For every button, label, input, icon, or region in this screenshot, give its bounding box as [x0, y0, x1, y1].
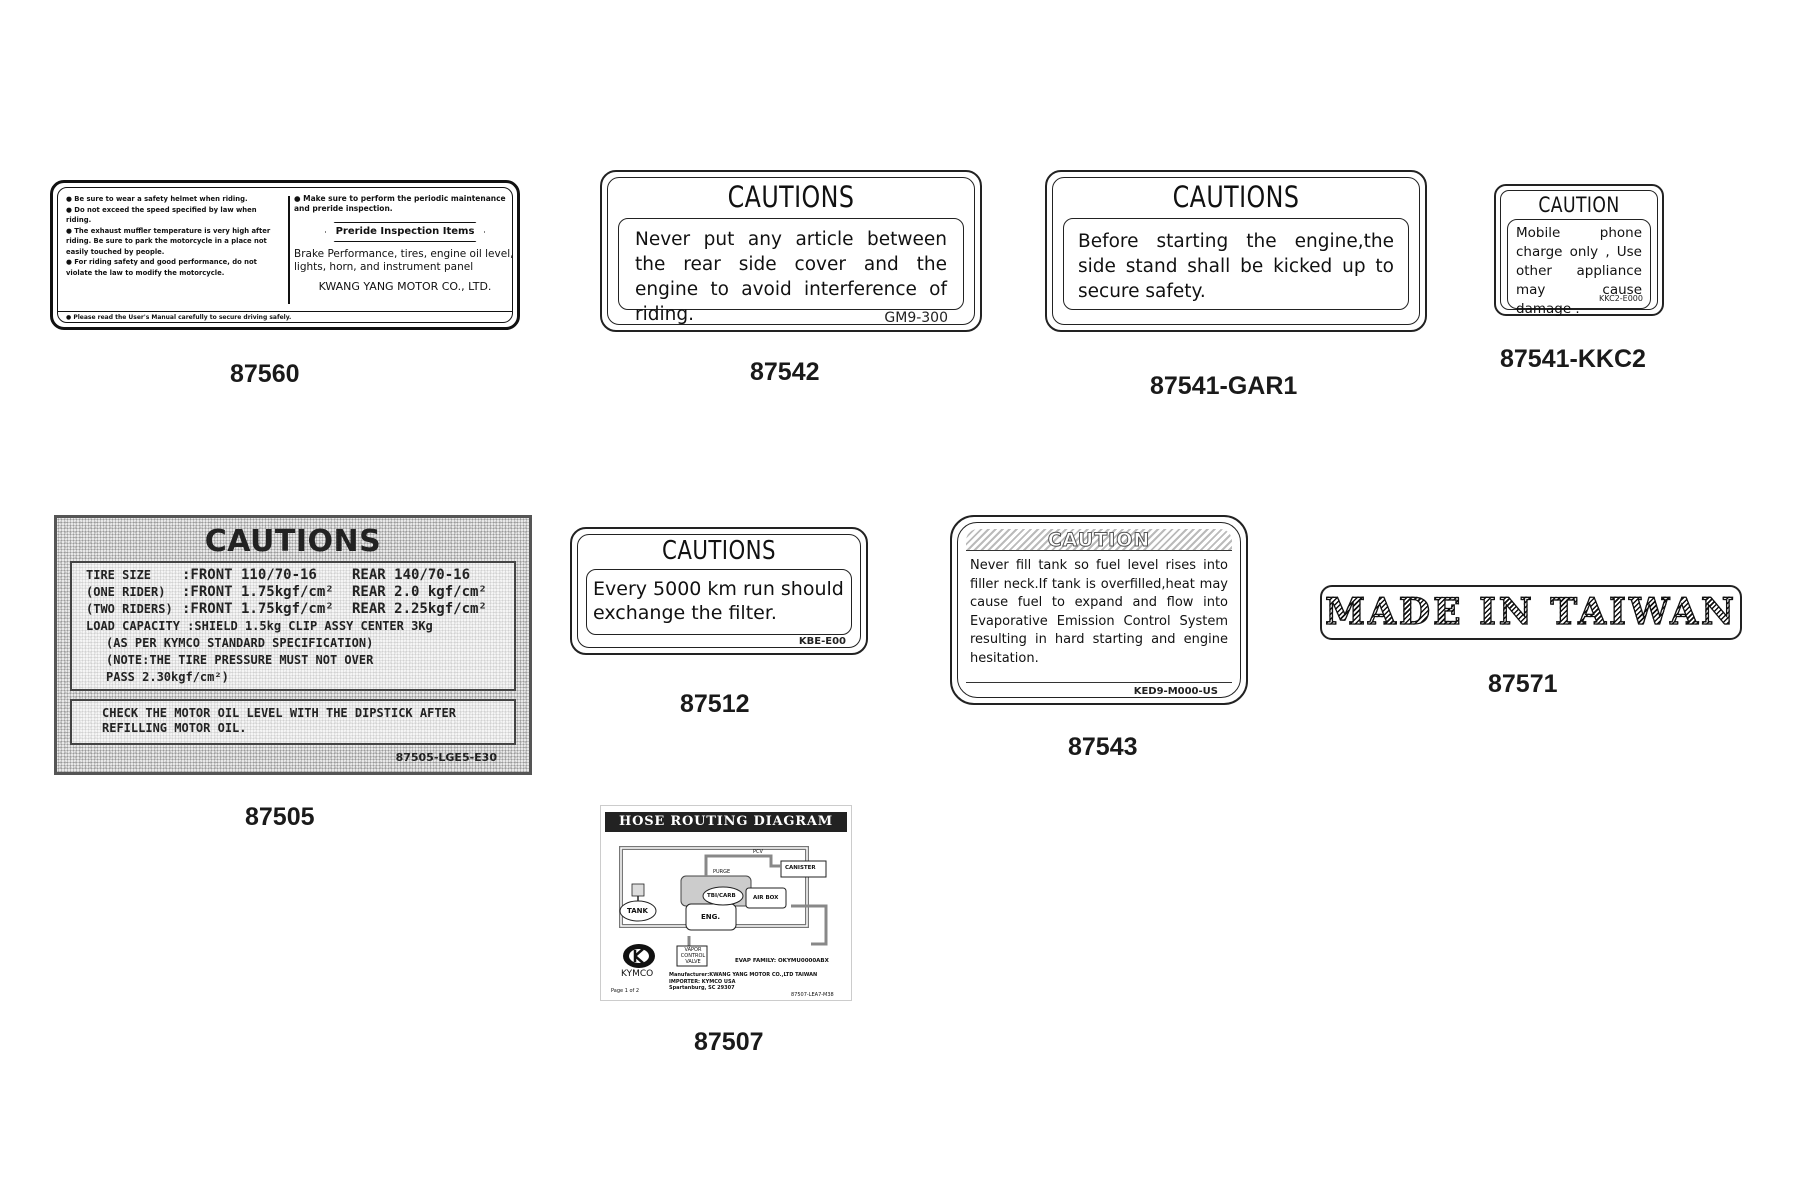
tire-spec-box: TIRE SIZE :FRONT 110/70-16 REAR 140/70-1… [70, 561, 516, 691]
maintenance-bullet: ● Make sure to perform the periodic main… [294, 194, 506, 213]
evap-family: EVAP FAMILY: OKYMU0000ABX [735, 958, 829, 964]
made-in-taiwan-text: MADE IN TAIWAN [1322, 587, 1740, 638]
pcv-label: PCV [753, 849, 763, 855]
tbi-label: TBI/CARB [707, 893, 736, 899]
part-number-87541-gar1: 87541-GAR1 [1150, 372, 1298, 400]
decal-87560: ● Be sure to wear a safety helmet when r… [50, 180, 520, 330]
pressure-note-2: PASS 2.30kgf/cm²) [106, 670, 229, 684]
spec-note: (AS PER KYMCO STANDARD SPECIFICATION) [106, 636, 374, 650]
decal-title: CAUTIONS [1172, 180, 1300, 214]
decal-code: KED9-M000-US [1133, 686, 1218, 697]
decal-title: CAUTIONS [727, 180, 855, 214]
diagram-title: HOSE ROUTING DIAGRAM [605, 812, 847, 832]
decal-87512: CAUTIONS Every 5000 km run should exchan… [570, 527, 868, 655]
decal-message: Never fill tank so fuel level rises into… [970, 558, 1228, 666]
decal-code: 87505-LGE5-E30 [395, 751, 497, 764]
decal-code: GM9-300 [884, 310, 948, 326]
decal-message: Before starting the engine,the side stan… [1063, 218, 1409, 310]
decal-title: CAUTIONS [662, 536, 776, 566]
column-divider [288, 196, 290, 304]
decal-87507: HOSE ROUTING DIAGRAM TANK ENG. TBI/CARB … [600, 805, 852, 1001]
decal-87541-gar1: CAUTIONS Before starting the engine,the … [1045, 170, 1427, 332]
part-number-87542: 87542 [750, 358, 820, 386]
decal-code: KBE-E00 [798, 636, 846, 647]
manual-footer: ● Please read the User's Manual carefull… [66, 314, 292, 321]
inspection-items: Brake Performance, tires, engine oil lev… [294, 248, 514, 273]
part-number-87571: 87571 [1488, 670, 1558, 698]
caution-banner: CAUTION [966, 529, 1232, 552]
decal-87505: CAUTIONS TIRE SIZE :FRONT 110/70-16 REAR… [54, 515, 532, 775]
decal-message: Every 5000 km run should exchange the fi… [586, 569, 852, 635]
city-line: Spartanburg, SC 29307 [669, 985, 735, 991]
part-number-87543: 87543 [1068, 733, 1138, 761]
vapor-valve-label: VAPOR CONTROL VALVE [680, 947, 706, 965]
decal-code: 87507-LEA7-M38 [791, 992, 834, 998]
page-indicator: Page 1 of 2 [611, 988, 640, 994]
decal-87571: MADE IN TAIWAN [1320, 585, 1742, 640]
engine-label: ENG. [701, 913, 721, 921]
part-number-87541-kkc2: 87541-KKC2 [1500, 345, 1646, 373]
importer-line: IMPORTER: KYMCO USA [669, 979, 736, 985]
oil-check-box: CHECK THE MOTOR OIL LEVEL WITH THE DIPST… [70, 699, 516, 745]
canister-label: CANISTER [785, 865, 816, 871]
pressure-note: (NOTE:THE TIRE PRESSURE MUST NOT OVER [106, 653, 374, 667]
part-number-87505: 87505 [245, 803, 315, 831]
decal-title: CAUTIONS [204, 524, 382, 559]
decal-code: KKC2-E000 [1599, 294, 1643, 303]
safety-bullets: ● Be sure to wear a safety helmet when r… [66, 195, 271, 277]
decal-title: CAUTION [1538, 193, 1620, 217]
part-number-87512: 87512 [680, 690, 750, 718]
preride-tag: Preride Inspection Items [325, 222, 485, 242]
part-number-87560: 87560 [230, 360, 300, 388]
tire-size-row: TIRE SIZE :FRONT 110/70-16 REAR 140/70-1… [86, 567, 471, 583]
decal-message: Mobile phone charge only , Use other app… [1507, 219, 1651, 317]
one-rider-row: (ONE RIDER) :FRONT 1.75kgf/cm² REAR 2.0 … [86, 584, 487, 600]
maker-name: KWANG YANG MOTOR CO., LTD. [318, 280, 492, 293]
decal-87542: CAUTIONS Never put any article between t… [600, 170, 982, 332]
load-capacity: LOAD CAPACITY :SHIELD 1.5kg CLIP ASSY CE… [86, 619, 433, 633]
purge-label: PURGE [713, 869, 731, 875]
tank-label: TANK [627, 907, 648, 915]
kymco-logo-label: KYMCO [621, 969, 654, 979]
hose-routing-drawing [619, 846, 828, 968]
decal-87541-kkc2: CAUTION Mobile phone charge only , Use o… [1494, 184, 1664, 317]
manufacturer-line: Manufacturer:KWANG YANG MOTOR CO.,LTD TA… [669, 972, 818, 978]
decal-87543: CAUTION Never fill tank so fuel level ri… [950, 515, 1248, 705]
airbox-label: AIR BOX [753, 895, 779, 901]
two-riders-row: (TWO RIDERS) :FRONT 1.75kgf/cm² REAR 2.2… [86, 601, 487, 617]
decal-message: Never put any article between the rear s… [618, 218, 964, 325]
part-number-87507: 87507 [694, 1028, 764, 1056]
